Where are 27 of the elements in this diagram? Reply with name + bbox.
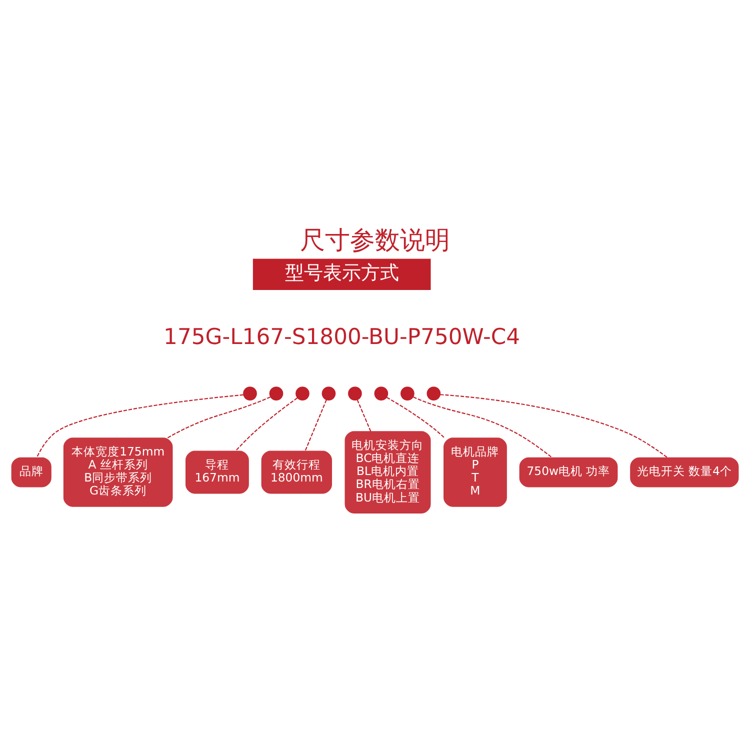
node-box: 导程 167mm — [186, 450, 249, 494]
connector — [235, 398, 298, 452]
node-box: 光电开关 数量4个 — [630, 457, 739, 488]
node-circle — [296, 386, 310, 400]
connector — [167, 396, 271, 438]
node-circle — [426, 386, 441, 400]
connector — [304, 400, 327, 452]
node-circle — [348, 386, 362, 400]
connector — [36, 394, 244, 458]
node-box: 品牌 — [11, 457, 52, 488]
diagram-title: 尺寸参数说明 — [300, 226, 450, 255]
label: 型号表示方式 — [284, 262, 399, 284]
node-circle — [243, 386, 257, 400]
node-circle — [374, 386, 388, 400]
node-circle — [400, 386, 414, 400]
connector — [413, 396, 552, 458]
node-circle — [322, 386, 336, 400]
node-box: 本体宽度175mm A 丝杆系列 B同步带系列 G齿条系列 — [63, 438, 173, 507]
connector — [386, 396, 445, 438]
node-box: 电机品牌 P T M — [444, 438, 507, 507]
connector — [440, 394, 668, 458]
label: 175G-L167-S1800-BU-P750W-C4 — [164, 324, 520, 350]
connector — [356, 400, 372, 432]
node-box: 有效行程 1800mm — [261, 450, 332, 494]
node-box: 电机安装方向 BC电机直连 BL电机内置 BR电机右置 BU电机上置 — [344, 431, 431, 514]
node-box: 750w电机 功率 — [519, 457, 618, 488]
node-circle — [269, 386, 284, 400]
